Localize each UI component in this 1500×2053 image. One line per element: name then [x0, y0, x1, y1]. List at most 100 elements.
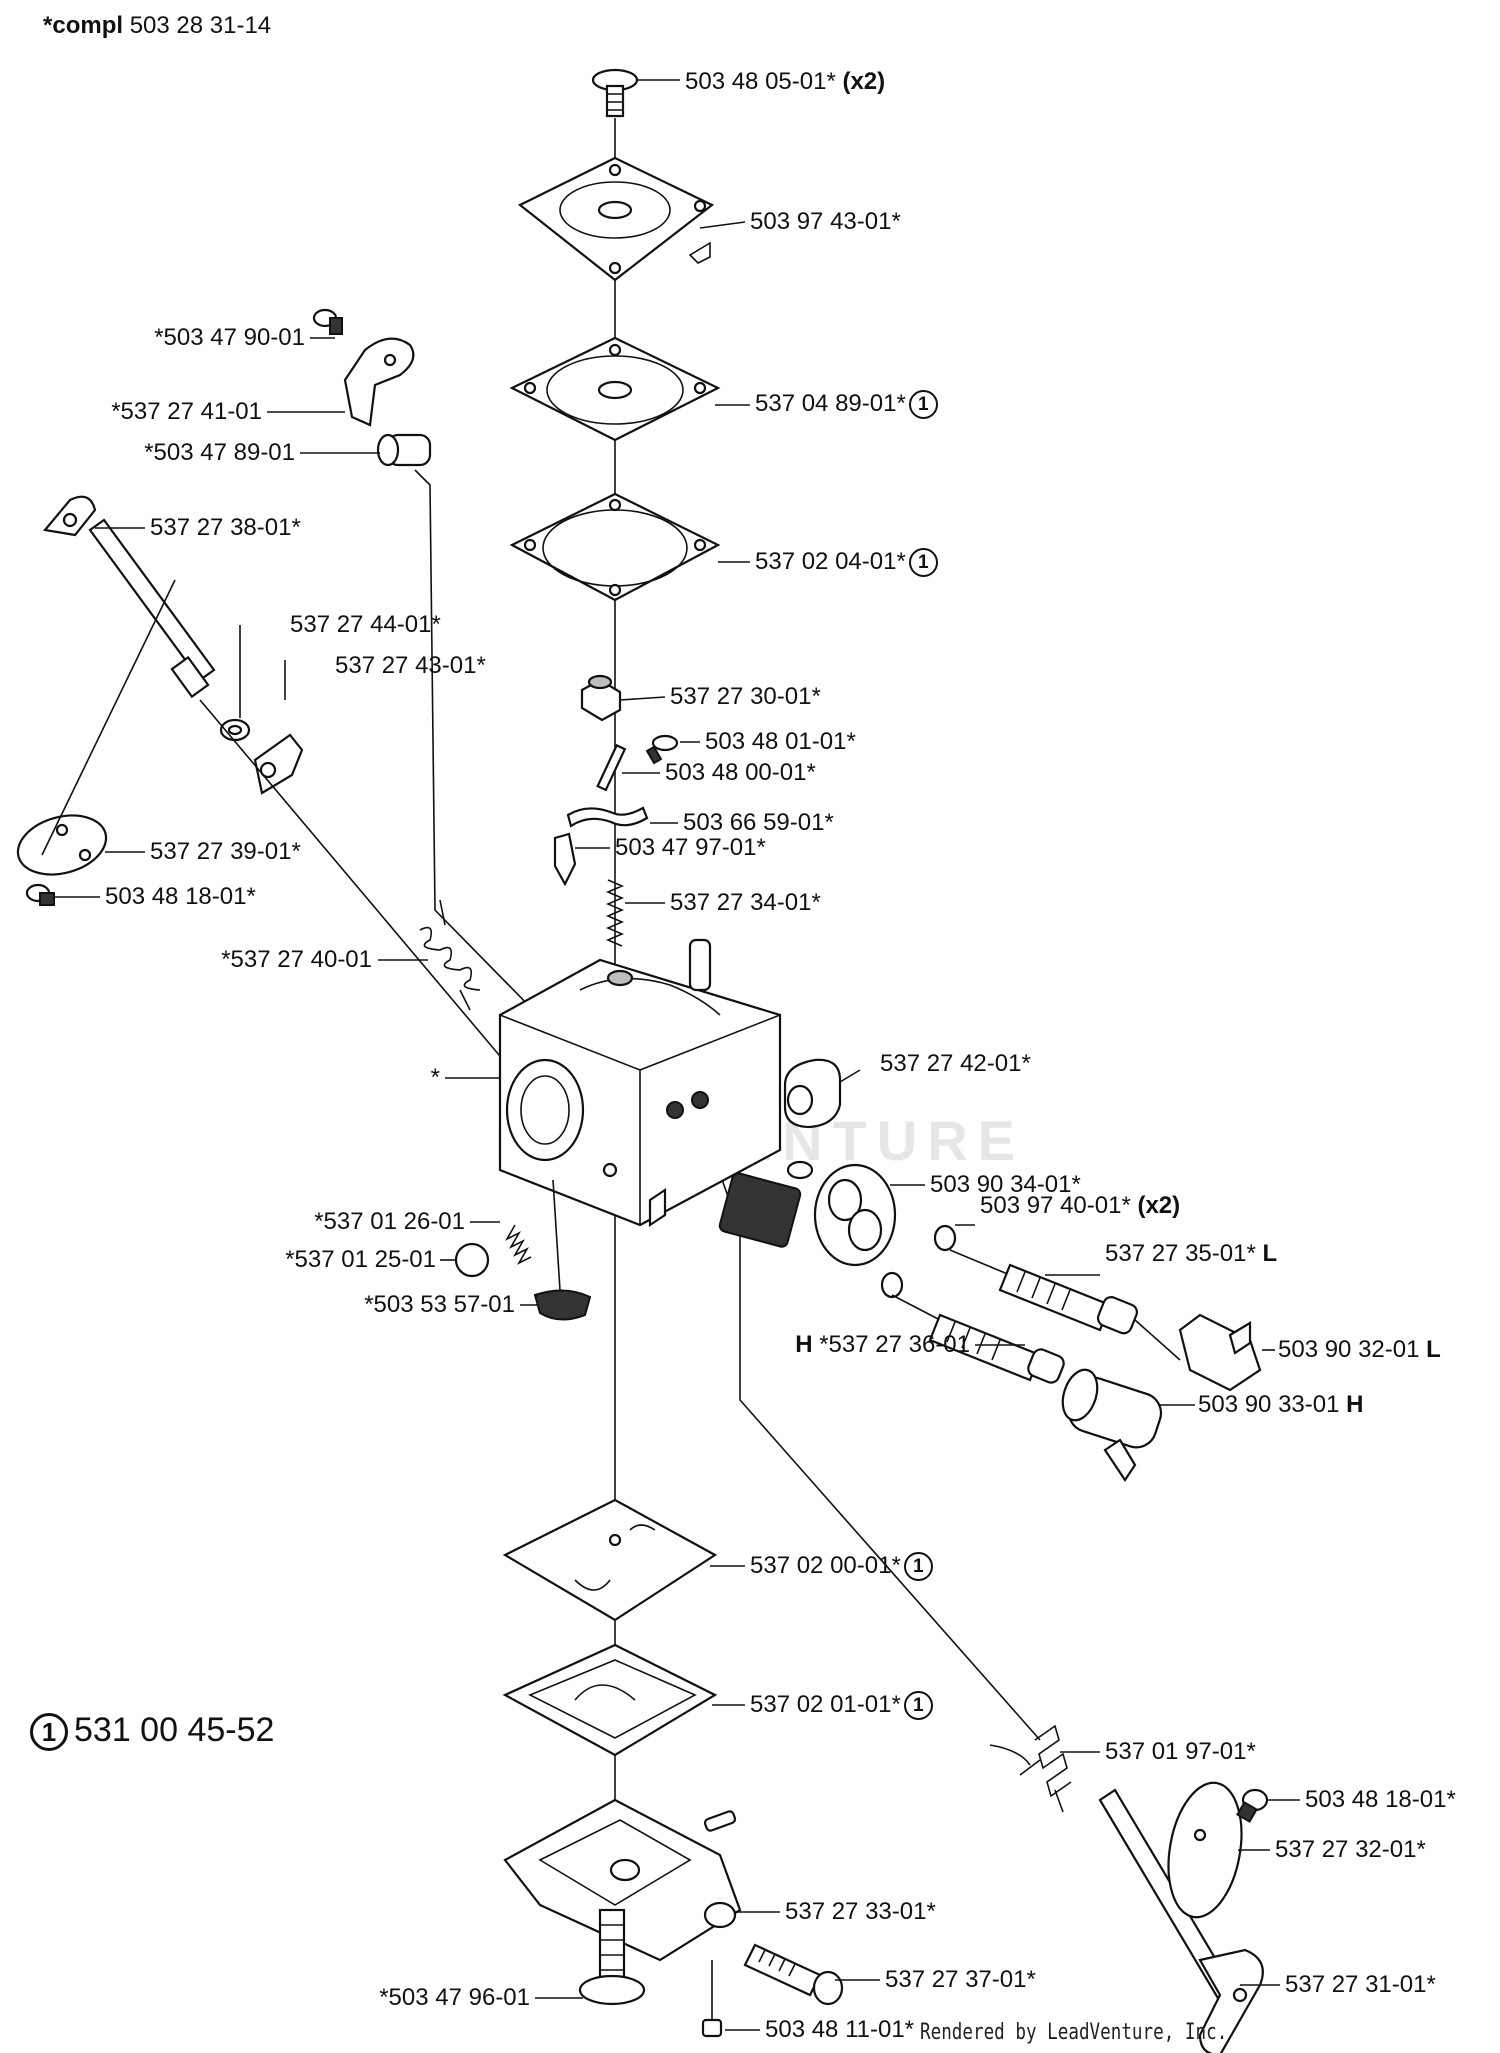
label-throttle-shaft[interactable]: 537 27 38-01* [150, 514, 301, 542]
needle-H-part [891, 1294, 1065, 1384]
label-screw-choke[interactable]: 503 48 18-01* [1305, 1786, 1456, 1814]
part-number: 537 02 04-01* [755, 548, 906, 575]
label-filter-screen[interactable]: *503 53 57-01 [364, 1291, 515, 1319]
label-needle-valve[interactable]: 503 47 97-01* [615, 834, 766, 862]
quantity-suffix: (x2) [1137, 1192, 1181, 1219]
label-needle-H[interactable]: H *537 27 36-01 [795, 1331, 970, 1359]
label-gasket-bottom[interactable]: 537 02 00-01*1 [750, 1552, 933, 1582]
cap-H-part [1061, 1368, 1163, 1482]
gasket-bottom-part [502, 1498, 718, 1622]
lever-small-assembly [312, 308, 432, 467]
label-bushing-small[interactable]: *503 47 89-01 [144, 439, 295, 467]
label-screw-top[interactable]: 503 48 05-01* (x2) [685, 68, 885, 96]
part-number: 503 66 59-01* [683, 809, 834, 836]
kit-marker: 1 [908, 548, 938, 578]
label-screw-needle-lever[interactable]: 503 48 01-01* [705, 728, 856, 756]
label-ball[interactable]: *537 01 25-01 [285, 1246, 436, 1274]
part-number: 503 48 01-01* [705, 728, 856, 755]
variant-suffix: L [1262, 1240, 1278, 1267]
label-diaphragm-pump[interactable]: 537 04 89-01*1 [755, 390, 938, 420]
part-number: 503 48 18-01* [105, 883, 256, 910]
label-screw-lever-small[interactable]: *503 47 90-01 [154, 324, 305, 352]
variant-prefix: H [795, 1331, 813, 1358]
label-plug-cap[interactable]: 537 27 42-01* [880, 1050, 1031, 1078]
quantity-suffix: (x2) [842, 68, 886, 95]
label-throttle-valve[interactable]: 537 27 39-01* [150, 838, 301, 866]
header-compl: *compl 503 28 31-14 [43, 12, 271, 40]
label-washer-shaft[interactable]: 537 27 44-01* [290, 611, 441, 639]
part-number: *503 47 89-01 [144, 439, 295, 466]
label-pump-cover[interactable]: 503 97 43-01* [750, 208, 901, 236]
part-number: 537 27 35-01* [1105, 1240, 1256, 1267]
footer-credit: Rendered by LeadVenture, Inc. [920, 2020, 1228, 2045]
label-spring-throttle[interactable]: *537 27 40-01 [221, 946, 372, 974]
leader-bushing-body [414, 469, 591, 1069]
part-number: 503 90 34-01* [930, 1171, 1081, 1198]
label-inlet-needle-cap[interactable]: 537 27 30-01* [670, 683, 821, 711]
label-bottom-cover[interactable]: 537 27 33-01* [785, 1898, 936, 1926]
screw-top-part [591, 68, 639, 118]
part-number: 537 27 38-01* [150, 514, 301, 541]
part-number: *503 53 57-01 [364, 1291, 515, 1318]
label-leaders [55, 79, 1300, 2031]
label-cap-L[interactable]: 503 90 32-01 L [1278, 1336, 1441, 1364]
label-spring-small[interactable]: *537 01 26-01 [314, 1208, 465, 1236]
variant-suffix: H [1346, 1391, 1364, 1418]
label-cap-H[interactable]: 503 90 33-01 H [1198, 1391, 1363, 1419]
part-number: *537 01 25-01 [285, 1246, 436, 1273]
choke-lever-part [1098, 1788, 1264, 2053]
screw-idle-part [743, 1943, 844, 2006]
part-number: *537 01 26-01 [314, 1208, 465, 1235]
label-adjust-housing[interactable]: 503 90 34-01* [930, 1171, 1081, 1199]
label-gasket-pump[interactable]: 537 02 04-01*1 [755, 548, 938, 578]
part-number: 537 27 39-01* [150, 838, 301, 865]
label-lever-shaft[interactable]: 537 27 43-01* [335, 652, 486, 680]
label-choke-valve[interactable]: 537 27 32-01* [1275, 1836, 1426, 1864]
part-number: *537 27 36-01 [819, 1331, 970, 1358]
diaphragm-pump-part [509, 336, 721, 442]
part-number: 537 27 30-01* [670, 683, 821, 710]
label-screw-idle[interactable]: 537 27 37-01* [885, 1966, 1036, 1994]
label-lever-small[interactable]: *537 27 41-01 [111, 398, 262, 426]
label-spring-choke[interactable]: 537 01 97-01* [1105, 1738, 1256, 1766]
label-pin-lever[interactable]: 503 48 00-01* [665, 759, 816, 787]
plug-bottom-part [701, 1960, 723, 2038]
label-carb-body[interactable]: * [431, 1064, 440, 1092]
part-number: 503 48 00-01* [665, 759, 816, 786]
part-number: 537 27 32-01* [1275, 1836, 1426, 1863]
part-number: * [430, 1064, 440, 1091]
check-valve-parts [454, 1179, 592, 1321]
part-number: 537 27 42-01* [880, 1050, 1031, 1077]
part-number: 503 48 05-01* [685, 68, 836, 95]
label-oring[interactable]: 503 97 40-01* (x2) [980, 1192, 1180, 1220]
label-needle-lever[interactable]: 503 66 59-01* [683, 809, 834, 837]
label-diaphragm-bottom[interactable]: 537 02 01-01*1 [750, 1691, 933, 1721]
part-number: 503 48 18-01* [1305, 1786, 1456, 1813]
kit-marker: 1 [908, 390, 938, 420]
legend-marker: 1 [30, 1713, 68, 1752]
kit-marker: 1 [903, 1552, 933, 1582]
leader-choke-lever [1019, 1759, 1041, 1776]
bottom-cover-part [503, 1798, 742, 1962]
part-number: 537 27 33-01* [785, 1898, 936, 1925]
label-needle-L[interactable]: 537 27 35-01* L [1105, 1240, 1277, 1268]
pump-cover-part [517, 156, 715, 282]
choke-valve-part [1167, 1781, 1269, 1919]
spring-needle-part [605, 879, 625, 947]
part-number: 503 90 32-01 [1278, 1336, 1420, 1363]
part-number: 537 27 44-01* [290, 611, 441, 638]
leader-shaft-valve [41, 579, 176, 856]
label-spring-needle[interactable]: 537 27 34-01* [670, 889, 821, 917]
needle-L-part [949, 1249, 1138, 1335]
part-number: 503 97 40-01* [980, 1192, 1131, 1219]
label-screw-cover[interactable]: *503 47 96-01 [379, 1984, 530, 2012]
header-number: 503 28 31-14 [129, 12, 272, 39]
part-number: 503 97 43-01* [750, 208, 901, 235]
label-plug-bottom[interactable]: 503 48 11-01* [765, 2016, 914, 2044]
throttle-valve-part [16, 814, 108, 906]
label-screw-valve-left[interactable]: 503 48 18-01* [105, 883, 256, 911]
carb-body-part [498, 938, 782, 1228]
label-choke-lever[interactable]: 537 27 31-01* [1285, 1971, 1436, 1999]
